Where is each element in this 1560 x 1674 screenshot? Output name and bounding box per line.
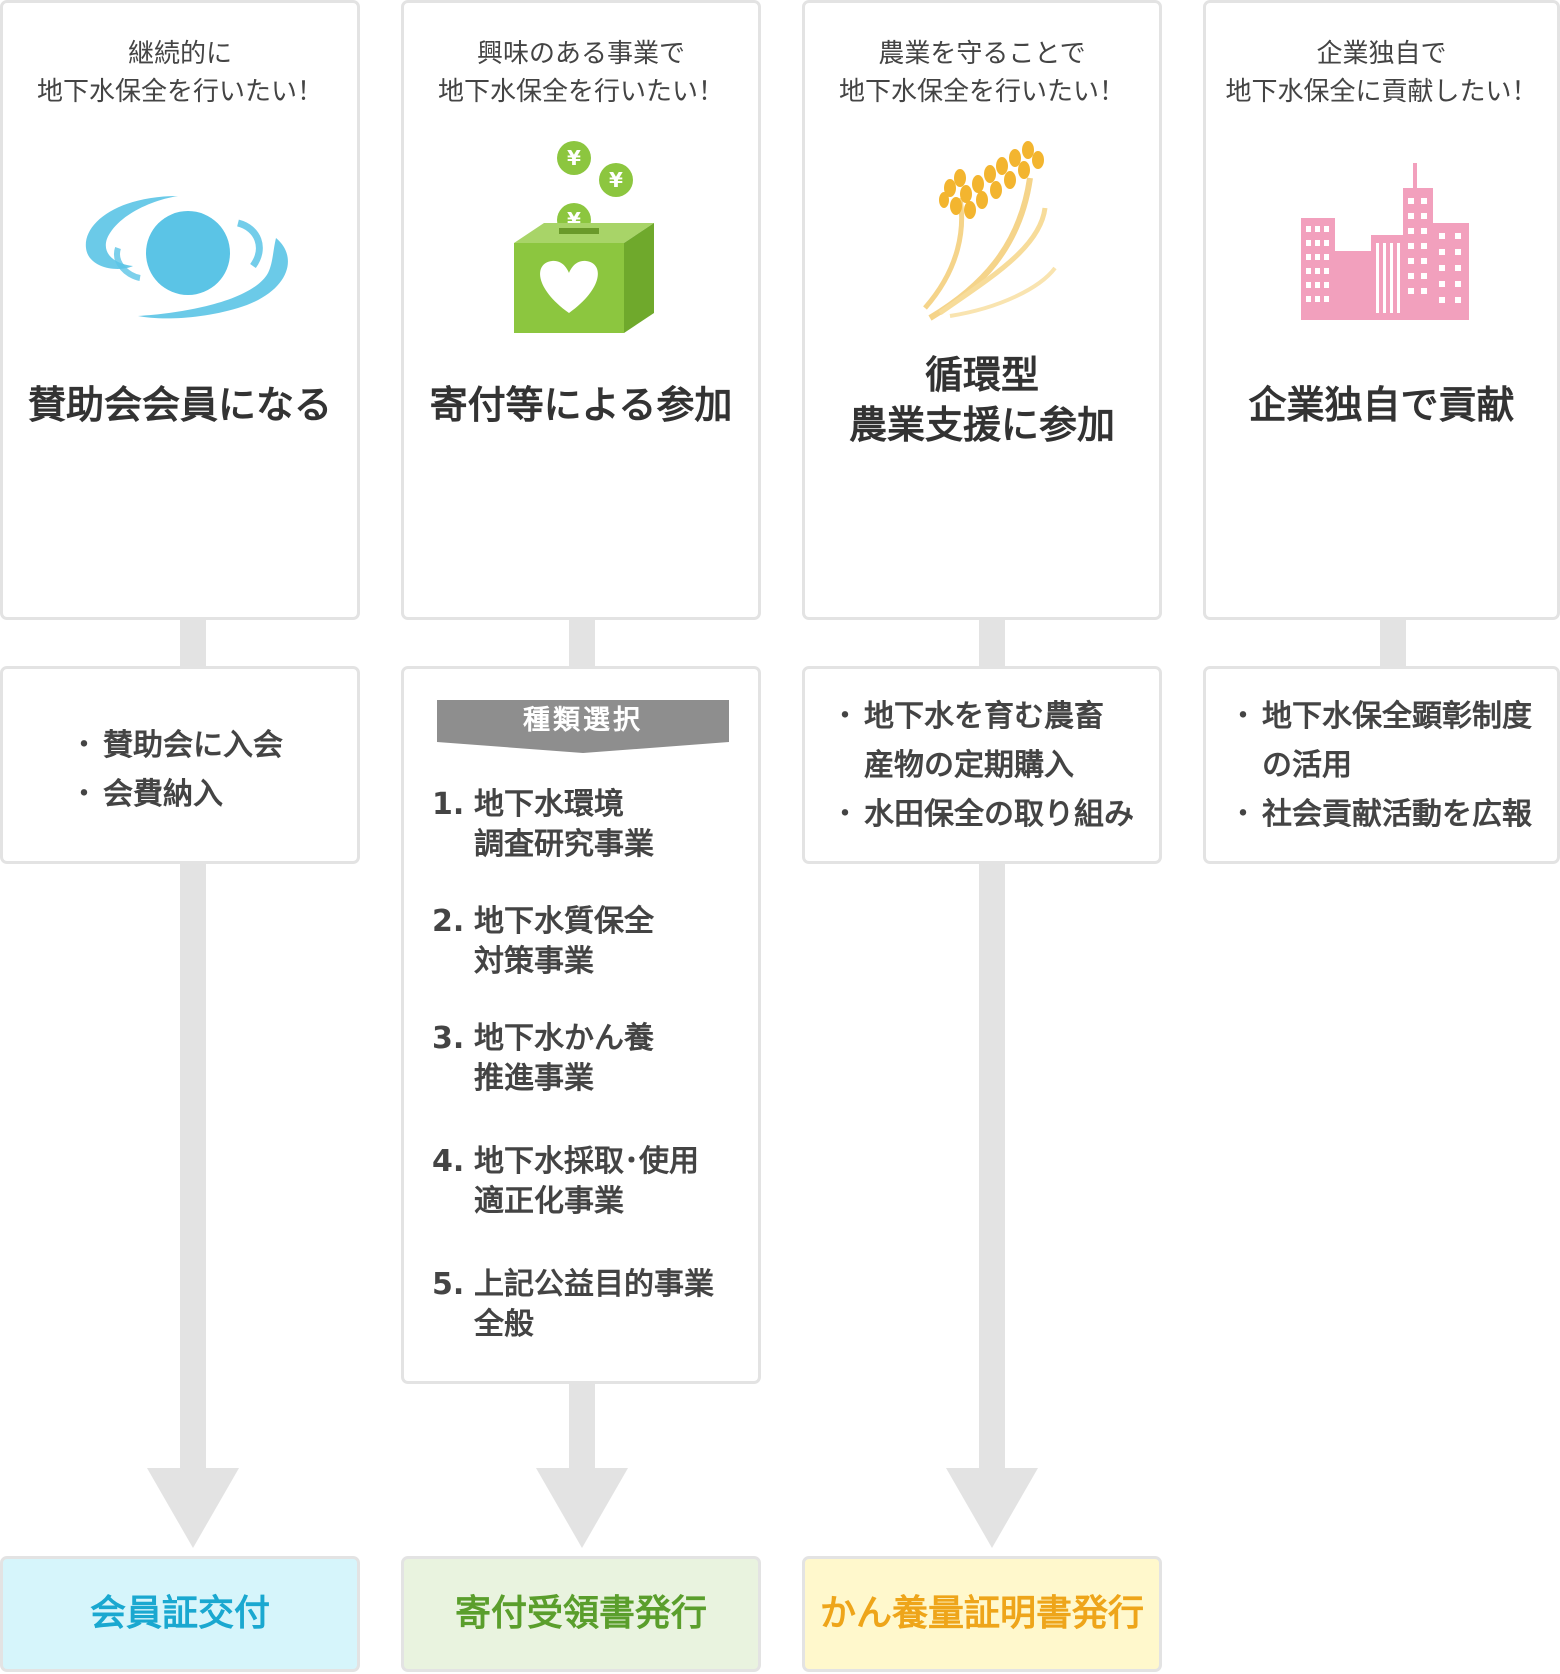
option-card-membership: 継続的に 地下水保全を行いたい！ 賛助会会員になる [0, 0, 360, 620]
list-item: 地下水を育む農畜 産物の定期購入 [830, 692, 1134, 790]
item-number: 4. [432, 1144, 465, 1179]
option-subtitle: 企業独自で 地下水保全に貢献したい！ [1225, 39, 1538, 107]
flow-arrow-shaft-2 [569, 1382, 595, 1472]
coin-symbol: ¥ [567, 146, 581, 170]
result-membership-certificate: 会員証交付 [0, 1556, 360, 1672]
item-number: 2. [432, 904, 465, 939]
item-number: 5. [432, 1267, 465, 1302]
detail-card-donation: 種類選択 1. 地下水環境 調査研究事業 2. 地下水質保全 対策事業 3. 地… [401, 666, 761, 1384]
detail-card-agriculture: 地下水を育む農畜 産物の定期購入 水田保全の取り組み [802, 666, 1162, 864]
item-text: 地下水採取･使用 適正化事業 [474, 1144, 699, 1219]
option-title: 寄付等による参加 [429, 383, 733, 427]
flow-arrow-shaft-3 [979, 862, 1005, 1472]
item-text: 上記公益目的事業 全般 [474, 1267, 714, 1342]
option-subtitle: 継続的に 地下水保全を行いたい！ [36, 39, 323, 107]
flow-arrow-head-3 [946, 1468, 1038, 1548]
item-text: 地下水かん養 推進事業 [474, 1021, 654, 1096]
option-card-agriculture: 農業を守ることで 地下水保全を行いたい！ 循環型 農業支援に参加 [802, 0, 1162, 620]
option-subtitle: 興味のある事業で 地下水保全を行いたい！ [437, 39, 724, 107]
connector-2 [569, 618, 595, 666]
list-item: 賛助会に入会 [69, 721, 283, 770]
list-item: 社会貢献活動を広報 [1228, 790, 1532, 839]
result-recharge-certificate: かん養量証明書発行 [802, 1556, 1162, 1672]
detail-bullet-list: 地下水保全顕彰制度 の活用 社会貢献活動を広報 [1228, 692, 1532, 839]
option-subtitle: 農業を守ることで 地下水保全を行いたい！ [838, 39, 1125, 107]
connector-1 [180, 618, 206, 666]
flow-arrow-head-1 [147, 1468, 239, 1548]
type-selection-banner: 種類選択 [437, 700, 729, 753]
donation-box-icon: ¥ ¥ ¥ [514, 141, 654, 333]
list-item: 地下水保全顕彰制度 の活用 [1228, 692, 1532, 790]
option-title: 循環型 農業支援に参加 [848, 353, 1115, 447]
item-text: 地下水質保全 対策事業 [474, 904, 654, 979]
office-buildings-icon [1301, 163, 1469, 320]
option-card-corporate: 企業独自で 地下水保全に貢献したい！ [1203, 0, 1560, 620]
flow-arrow-head-2 [536, 1468, 628, 1548]
item-number: 3. [432, 1021, 465, 1056]
list-item: 会費納入 [69, 770, 283, 819]
flow-arrow-shaft-1 [180, 862, 206, 1472]
list-item: 水田保全の取り組み [830, 790, 1134, 839]
detail-card-corporate: 地下水保全顕彰制度 の活用 社会貢献活動を広報 [1203, 666, 1560, 864]
option-card-donation: 興味のある事業で 地下水保全を行いたい！ ¥ ¥ ¥ 寄付等による参加 [401, 0, 761, 620]
option-title: 企業独自で貢献 [1248, 383, 1515, 427]
water-swirl-icon [85, 196, 288, 319]
option-title: 賛助会会員になる [27, 383, 332, 427]
detail-card-membership: 賛助会に入会 会費納入 [0, 666, 360, 864]
connector-3 [979, 618, 1005, 666]
connector-4 [1380, 618, 1406, 666]
coin-symbol: ¥ [609, 168, 623, 192]
result-donation-receipt: 寄付受領書発行 [401, 1556, 761, 1672]
item-text: 地下水環境 調査研究事業 [474, 787, 654, 862]
rice-plant-icon [923, 141, 1057, 321]
detail-bullet-list: 賛助会に入会 会費納入 [69, 721, 283, 819]
detail-bullet-list: 地下水を育む農畜 産物の定期購入 水田保全の取り組み [830, 692, 1134, 839]
item-number: 1. [432, 787, 465, 822]
